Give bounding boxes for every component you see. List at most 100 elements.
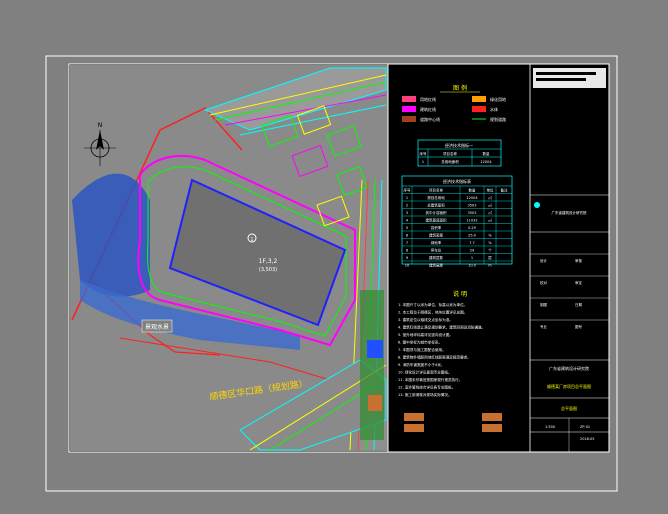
table2-cell: 10.0 [468,264,476,268]
table2-cell: 7 [406,241,408,245]
table2-cell: 层 [488,255,492,260]
table2-cell: m [488,264,492,268]
sheet-border [45,55,618,492]
table2-header: 数量 [469,188,477,193]
title-block-field: 图号 [575,324,583,329]
svg-text:道路中心线: 道路中心线 [420,116,440,122]
table2-cell: ㎡ [488,203,492,208]
landscape-area [72,173,150,297]
table2-cell: 建筑层数 [429,255,443,260]
table2-cell: 9 [406,256,408,260]
green-belt [360,290,384,440]
pond-label: 景观水景 [145,323,169,331]
note-line: 8. 建筑物外墙距用地红线距离满足规范要求。 [398,355,471,360]
table2-cell: 29 [470,249,474,253]
svg-text:经济技术指标一: 经济技术指标一 [445,142,473,148]
svg-text:建筑红线: 建筑红线 [420,106,436,112]
building-footprint[interactable] [168,178,347,327]
design-notes: 说 明 1. 本图尺寸以米为单位，标高以米为单位。 2. 本工程位于顺德区，地块位… [398,290,485,397]
svg-text:数量: 数量 [483,151,491,156]
title-block-field: 审核 [575,258,583,263]
svg-text:用地红线: 用地红线 [420,96,436,102]
svg-text:绿化用地: 绿化用地 [490,96,506,102]
material-swatch [404,413,424,421]
table2-cell: ㎡ [488,210,492,215]
note-line: 13. 施工前请核对现场实际情况。 [398,392,452,397]
building-area: (3,503) [259,267,277,273]
table2-cell: 3 [406,211,408,215]
land-boundary [137,155,356,347]
title-block-field: 校对 [540,280,548,285]
table2-header: 单位 [487,188,495,193]
legend: 图 例 用地红线 建筑红线 道路中心线 绿化用地 水体 规划道路 [402,84,506,122]
note-line: 6. 图中坐标为城市坐标系。 [398,340,442,345]
table2-cell: 建筑基底面积 [426,218,447,223]
note-line: 11. 本图未尽事宜按国家现行规范执行。 [398,377,462,382]
svg-text:1: 1 [422,160,424,164]
table2-cell: 规划总用地 [427,195,445,200]
building-floors: 1F,3,2 [259,258,278,265]
building-number: 1 [250,237,253,243]
project-name: 顺德某厂房项目总平面图 [547,383,591,389]
legend-title: 图 例 [453,84,467,92]
table2-cell: % [488,241,492,245]
table2-cell: 其中计容面积 [426,210,447,215]
table2-cell: ㎡ [488,195,492,200]
table2-cell: 建筑高度 [429,263,443,268]
title-block-field: 专业 [540,324,548,329]
table2-cell: 容积率 [431,225,442,230]
table2-cell: 建筑密度 [429,233,443,238]
table2-cell: 3503 [468,204,477,208]
table2-cell: 停车位 [431,248,442,253]
site-plan: 1 1F,3,2 (3,503) [70,65,388,451]
note-line: 1. 本图尺寸以米为单位，标高以米为单位。 [398,302,467,307]
table2-header: 备注 [501,188,509,193]
table2-cell: 5 [406,226,408,230]
table2-cell: 11032 [466,219,477,223]
svg-text:总用地面积: 总用地面积 [441,159,459,164]
svg-text:12004: 12004 [480,160,492,164]
drawing-date: 2018.05 [580,437,594,441]
table2-cell: 个 [488,248,492,253]
note-line: 2. 本工程位于顺德区，地块位置详见总图。 [398,310,467,315]
svg-text:序号: 序号 [420,151,428,156]
title-block-field: 制图 [540,302,548,307]
table2-cell: 4 [406,219,409,223]
table2-cell: 3503 [468,211,477,215]
table2-cell: 8 [406,249,408,253]
title-block-field: 审定 [575,280,583,285]
note-line: 7. 本图须与施工图配合使用。 [398,347,446,352]
svg-text:规划道路: 规划道路 [490,116,506,122]
table2-header: 项目名称 [429,188,443,193]
title-block: 广东省建筑设计研究院 广东省建筑设计研究院 顺德某厂房项目总平面图 总平面图 1… [529,63,610,453]
title-block-field: 日期 [575,302,583,307]
table2-cell: 总建筑面积 [427,203,445,208]
indicator-table-1: 经济技术指标一 序号 项目名称 数量 1 总用地面积 12004 [417,139,502,167]
table2-title: 经济技术指标表 [443,178,471,184]
notes-title: 说 明 [453,290,467,298]
svg-text:水体: 水体 [490,106,498,112]
table2-cell: 1 [471,256,473,260]
note-line: 3. 建筑定位以轴线交点坐标为准。 [398,317,453,322]
title-block-field: 设计 [540,258,548,263]
north-arrow-icon: N [84,122,116,166]
company-name-footer: 广东省建筑设计研究院 [549,365,589,371]
table2-cell: % [488,234,492,238]
note-line: 10. 绿化设计详见景观专业图纸。 [398,370,452,375]
table2-cell: 12004 [466,196,478,200]
table2-cell: 1 [406,196,408,200]
note-line: 4. 建筑红线退让满足规划要求，建筑四周设消防通道。 [398,325,485,330]
table2-cell: 25.0 [468,234,476,238]
north-label: N [98,122,103,129]
road-network [203,67,387,451]
table2-cell: 绿地率 [431,240,442,245]
company-logo-icon [534,202,540,208]
table2-header: 序号 [404,188,412,193]
scale: 1:500 [545,425,555,429]
table2-cell: 6 [406,234,408,238]
drawing-number: ZP-01 [580,425,590,429]
table2-cell: 10 [405,264,409,268]
note-line: 9. 消防车道宽度不小于4米。 [398,362,444,367]
